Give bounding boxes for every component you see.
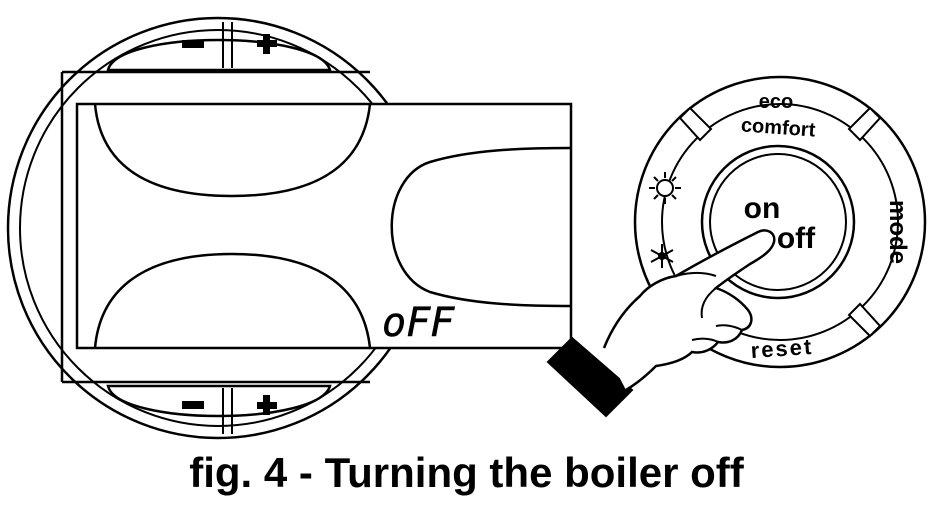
pointing-hand-illustration [546, 229, 776, 418]
top-button-pod [106, 22, 332, 72]
sleeve-cuff [546, 336, 634, 418]
bottom-minus-button[interactable] [182, 401, 204, 409]
reset-button[interactable]: reset [750, 334, 814, 363]
right-lens-segment [390, 146, 572, 308]
display-band [60, 70, 370, 384]
lcd-display: oFF [75, 102, 573, 350]
sun-icon[interactable] [649, 172, 681, 204]
mode-button[interactable]: mode [884, 200, 911, 264]
display-status-text: oFF [382, 300, 455, 346]
hand-outline [602, 229, 776, 392]
on-label: on [744, 192, 781, 225]
top-plus-button[interactable] [257, 34, 277, 54]
comfort-label: comfort [740, 114, 816, 141]
lower-dome-segment [93, 252, 372, 349]
top-minus-button[interactable] [182, 40, 204, 48]
eco-comfort-button[interactable]: eco comfort [740, 91, 816, 142]
mode-label: mode [884, 200, 911, 264]
off-label: off [777, 222, 816, 255]
eco-label: eco [759, 91, 793, 113]
reset-label: reset [750, 334, 814, 363]
upper-dome-segment [93, 103, 372, 198]
figure-caption: fig. 4 - Turning the boiler off [189, 449, 744, 496]
bottom-button-pod [106, 384, 332, 434]
bottom-plus-button[interactable] [257, 395, 277, 415]
snowflake-icon[interactable] [650, 244, 674, 268]
